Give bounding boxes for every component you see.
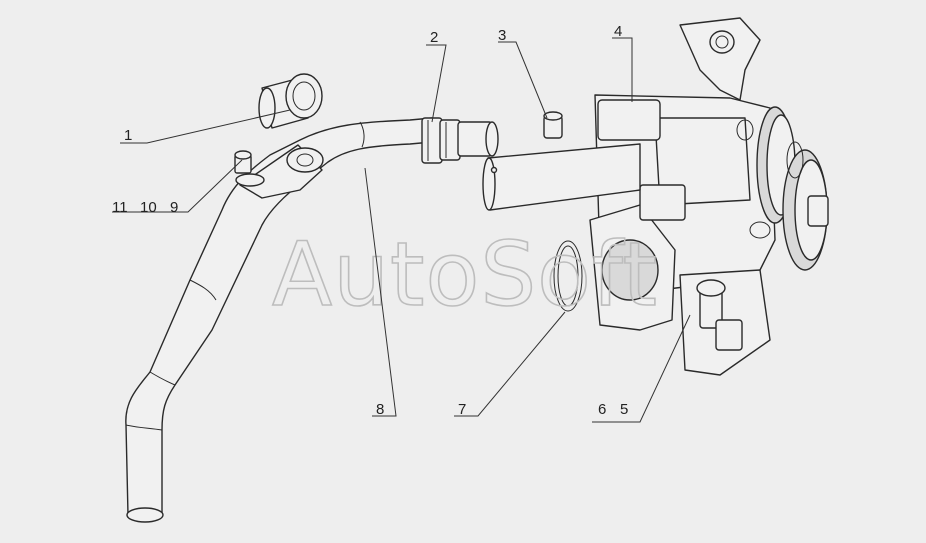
- plug: [543, 111, 563, 139]
- callout-2: 2: [430, 29, 438, 46]
- callout-3: 3: [498, 27, 506, 44]
- callout-6: 6: [598, 401, 606, 418]
- oil-pump-housing: [589, 17, 776, 376]
- callout-8: 8: [376, 401, 384, 418]
- o-ring: [553, 240, 583, 312]
- relief-valve-bolt: [696, 279, 743, 351]
- pipe-bracket: [234, 144, 324, 199]
- pump-shaft: [482, 143, 641, 211]
- callout-5: 5: [620, 401, 628, 418]
- leader-lines: [112, 37, 691, 423]
- pipe-fitting: [421, 117, 499, 164]
- callout-11: 11: [112, 199, 128, 216]
- watermark-text: AutoSoft: [272, 223, 658, 326]
- pump-gears: [756, 106, 829, 271]
- callout-4: 4: [614, 23, 622, 40]
- callout-7: 7: [458, 401, 466, 418]
- bushing: [258, 73, 323, 129]
- callout-9: 9: [170, 199, 178, 216]
- suction-pipe: [125, 117, 433, 523]
- callout-1: 1: [124, 127, 132, 144]
- callout-10: 10: [140, 199, 157, 216]
